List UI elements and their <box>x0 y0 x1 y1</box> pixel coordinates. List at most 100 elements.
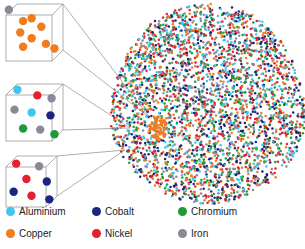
atom-dot <box>154 184 157 187</box>
atom-dot <box>252 189 255 192</box>
atom-dot <box>237 138 240 141</box>
atom-dot <box>219 31 222 34</box>
atom-dot <box>272 140 275 143</box>
atom-dot <box>166 67 169 70</box>
atom-dot <box>203 165 206 168</box>
atom-dot <box>156 147 159 150</box>
atom-dot <box>157 179 160 182</box>
atom-dot <box>260 112 263 115</box>
atom-dot <box>281 117 284 120</box>
atom-dot <box>138 71 141 74</box>
atom-dot <box>251 85 254 88</box>
atom-dot <box>166 183 169 186</box>
atom-dot <box>145 174 148 177</box>
atom-dot <box>247 143 250 146</box>
atom-dot <box>236 111 239 114</box>
atom-dot <box>261 55 264 58</box>
atom-dot <box>283 115 286 118</box>
atom-dot <box>217 21 220 24</box>
atom-dot <box>239 89 242 92</box>
atom-dot <box>154 159 157 162</box>
atom-dot <box>248 44 251 47</box>
atom-dot <box>160 183 163 186</box>
atom-dot <box>265 135 268 138</box>
atom-dot <box>251 74 254 77</box>
atom-dot <box>266 58 269 61</box>
atom-dot <box>124 65 127 68</box>
atom-dot <box>191 144 194 147</box>
atom-dot <box>139 142 142 145</box>
atom-dot <box>219 95 222 98</box>
atom-dot <box>171 172 174 175</box>
atom-dot <box>269 137 272 140</box>
atom-dot <box>112 134 115 137</box>
atom-dot <box>176 170 179 173</box>
atom-dot <box>133 121 136 124</box>
atom-dot <box>143 77 146 80</box>
atom-dot <box>111 95 114 98</box>
atom-dot <box>146 139 149 142</box>
atom-dot <box>292 111 295 114</box>
atom-dot <box>141 39 144 42</box>
atom-dot <box>235 174 238 177</box>
atom-dot <box>249 18 252 21</box>
atom-dot <box>181 170 184 173</box>
atom-dot <box>202 202 205 205</box>
atom-dot <box>147 153 150 156</box>
atom-dot <box>115 116 118 119</box>
atom-dot <box>262 34 265 37</box>
atom-dot <box>191 193 194 196</box>
atom-dot <box>183 26 186 29</box>
atom-dot <box>150 170 153 173</box>
atom-dot <box>230 41 233 44</box>
atom-dot <box>164 192 167 195</box>
atom-dot <box>149 181 152 184</box>
atom-dot <box>220 80 223 83</box>
atom-dot <box>197 76 200 79</box>
atom-dot <box>148 61 151 64</box>
atom-dot <box>189 50 192 53</box>
atom-dot <box>229 62 232 65</box>
atom-dot <box>154 67 157 70</box>
atom-dot <box>233 196 236 199</box>
atom-dot <box>246 44 249 47</box>
atom-dot <box>155 44 158 47</box>
atom-dot <box>165 29 168 32</box>
atom-dot <box>229 128 232 131</box>
atom-dot <box>156 181 159 184</box>
atom-dot <box>221 104 224 107</box>
atom-dot <box>117 84 120 87</box>
atom-dot <box>228 117 231 120</box>
atom-dot <box>252 162 255 165</box>
atom-dot <box>166 169 169 172</box>
atom-dot <box>216 182 219 185</box>
atom-dot <box>272 140 275 143</box>
atom-dot <box>139 73 142 76</box>
atom-dot <box>188 9 191 12</box>
atom-dot <box>243 26 246 29</box>
atom-dot <box>222 153 225 156</box>
atom-dot <box>245 57 248 60</box>
atom-dot <box>164 58 167 61</box>
atom-dot <box>152 109 155 112</box>
atom-dot <box>162 30 165 33</box>
atom-dot <box>213 111 216 114</box>
atom-dot <box>285 73 288 76</box>
atom-dot <box>245 162 248 165</box>
atom-dot <box>180 94 183 97</box>
atom-dot <box>235 37 238 40</box>
atom-dot <box>281 93 284 96</box>
atom-dot <box>198 108 201 111</box>
atom-dot <box>128 150 131 153</box>
atom-dot <box>199 18 202 21</box>
atom-dot <box>117 141 120 144</box>
atom-dot <box>259 95 262 98</box>
atom-dot <box>255 106 258 109</box>
atom-dot <box>193 112 196 115</box>
atom-dot <box>227 53 230 56</box>
atom-dot <box>197 39 200 42</box>
atom-dot <box>238 121 241 124</box>
atom-dot <box>156 167 159 170</box>
atom-dot <box>173 143 176 146</box>
atom-dot <box>228 198 231 201</box>
